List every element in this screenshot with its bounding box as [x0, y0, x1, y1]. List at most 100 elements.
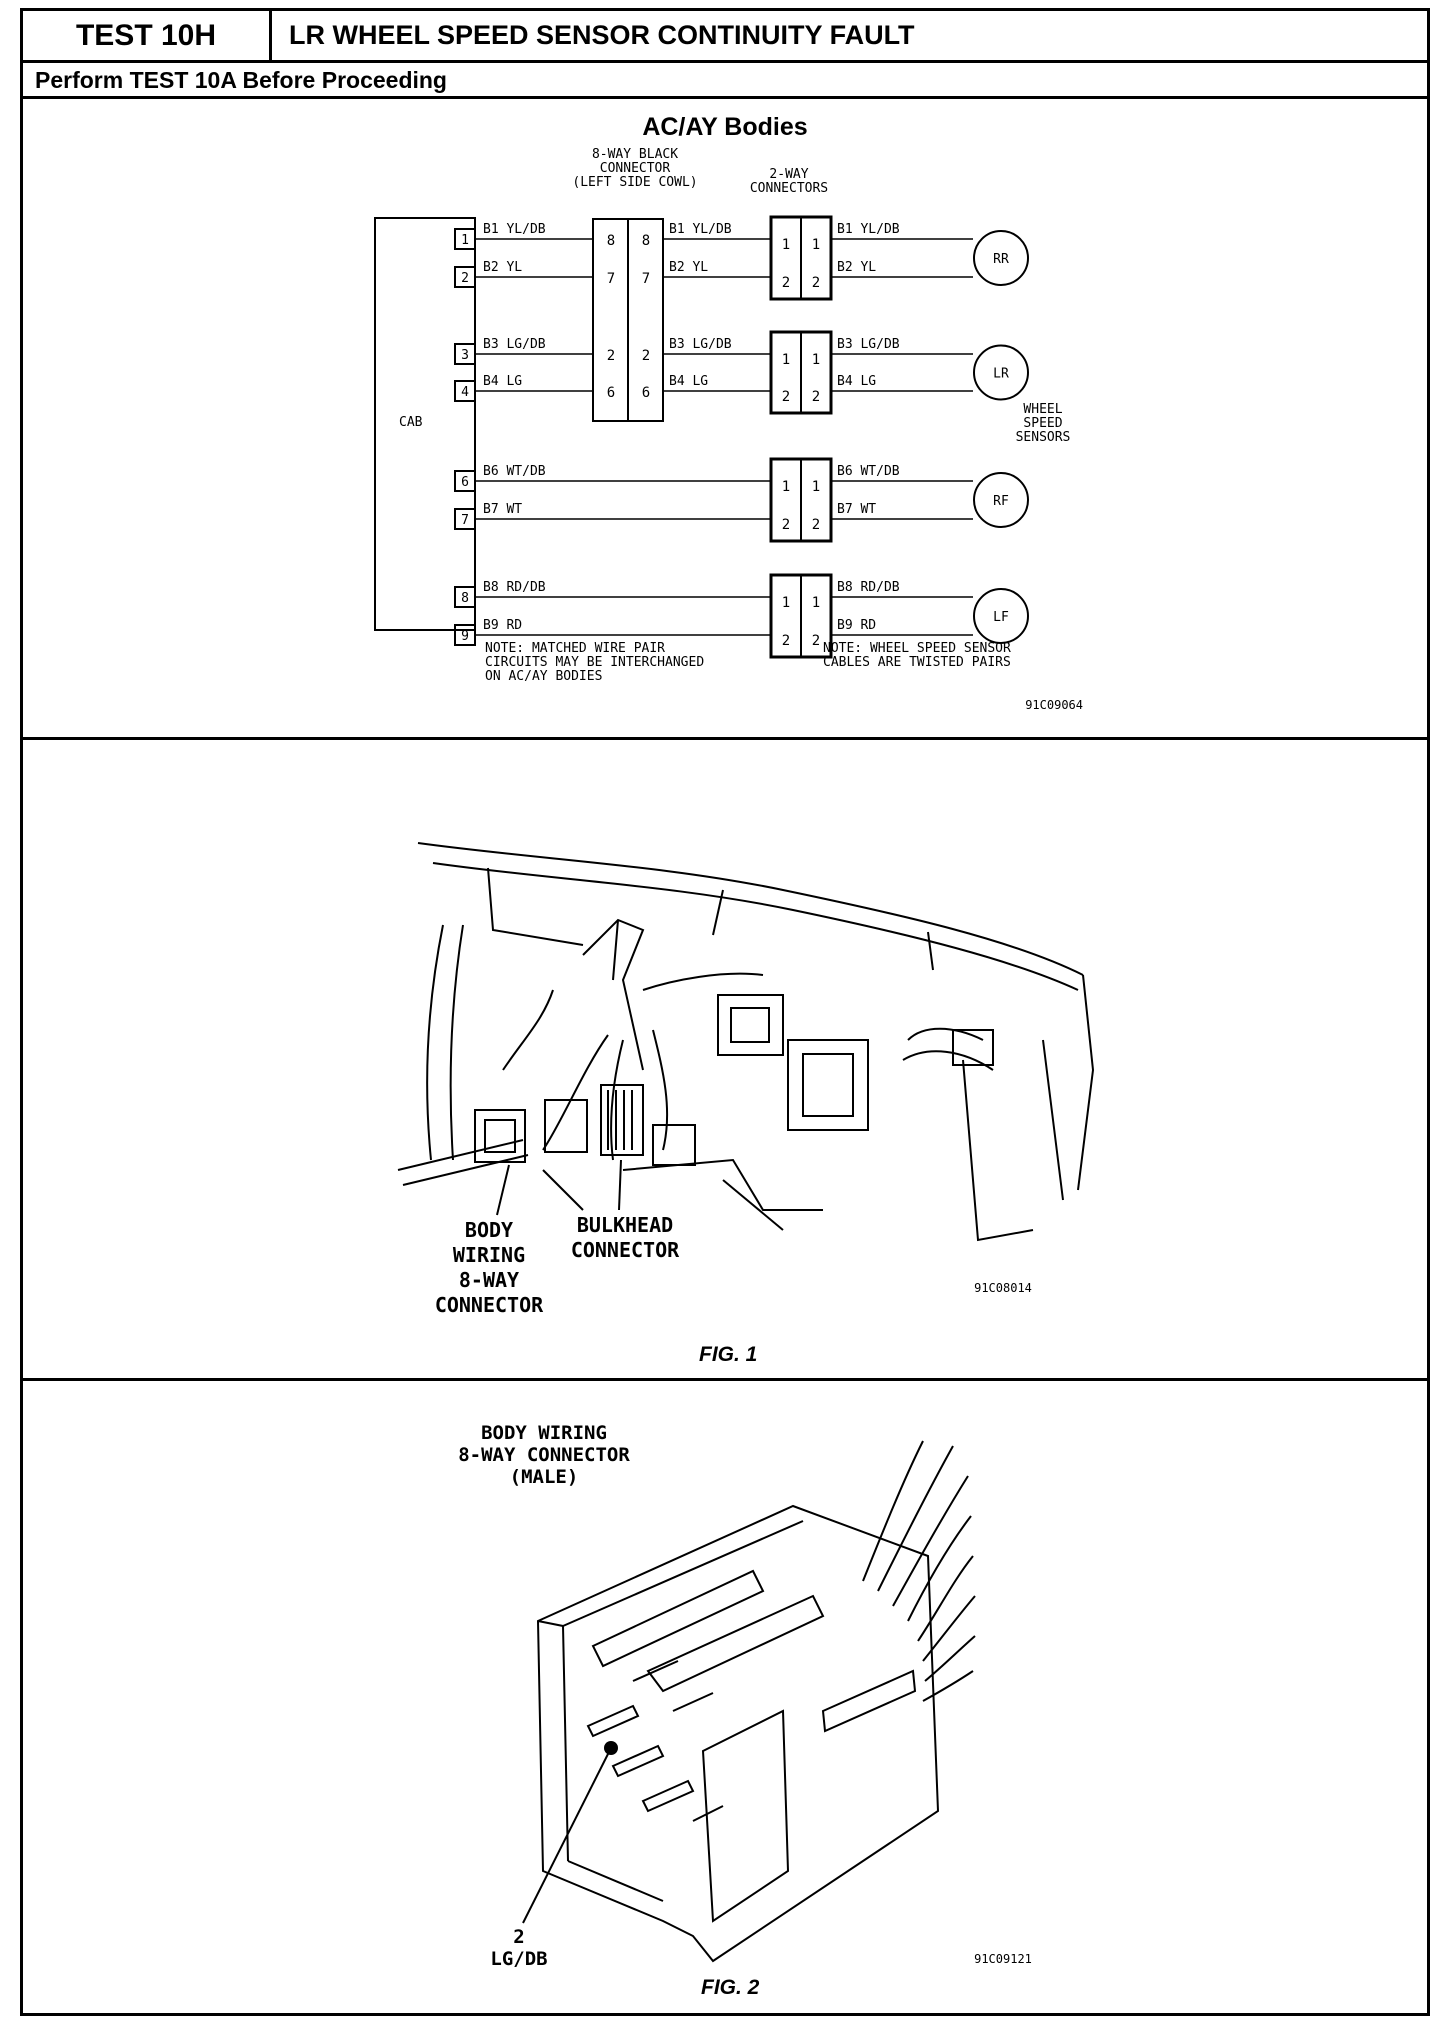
fig1-label-right: BULKHEAD CONNECTOR [571, 1213, 680, 1262]
c8-pin: 2 [642, 348, 650, 364]
svg-text:NOTE: MATCHED WIRE PAIR: NOTE: MATCHED WIRE PAIR [485, 641, 665, 656]
cab-pin-number: 6 [461, 475, 469, 490]
sensor-label: LR [993, 367, 1009, 382]
cab-label: CAB [399, 415, 423, 430]
connector-drawing [536, 1440, 976, 1963]
pin-2-leader [522, 1747, 612, 1924]
svg-text:(LEFT SIDE COWL): (LEFT SIDE COWL) [572, 175, 697, 190]
c2-pin: 1 [782, 479, 790, 495]
fig2-panel: BODY WIRING 8-WAY CONNECTOR (MALE) [23, 1381, 1427, 2013]
sensor-lr [973, 344, 1029, 401]
c2-pin: 2 [812, 517, 820, 533]
wire-label-mid: B4 LG [669, 374, 708, 389]
svg-text:2: 2 [513, 1926, 524, 1948]
sensor-lf [973, 588, 1029, 644]
cab-pin-number: 1 [461, 233, 469, 248]
c2-pin: 2 [812, 633, 820, 649]
fig1-panel: BODY WIRING 8-WAY CONNECTOR BULKHEAD CON… [23, 740, 1427, 1381]
fig2-caption: FIG. 2 [701, 1976, 760, 1999]
c2-pin: 1 [812, 479, 820, 495]
wheel-speed-sensors: RR LR RF LF [973, 230, 1029, 644]
wiring-schematic: AC/AY Bodies 8-WAY BLACK CONNECTOR (LEFT… [374, 113, 1083, 712]
c2-pin: 2 [782, 633, 790, 649]
fig1-illustration: BODY WIRING 8-WAY CONNECTOR BULKHEAD CON… [397, 842, 1095, 1317]
wire-label-left: B2 YL [483, 260, 522, 275]
note-left: NOTE: MATCHED WIRE PAIR CIRCUITS MAY BE … [485, 641, 704, 684]
svg-text:WHEEL: WHEEL [1023, 402, 1062, 417]
sensors-label: WHEEL SPEED SENSORS [1016, 402, 1071, 445]
svg-text:8-WAY BLACK: 8-WAY BLACK [592, 147, 678, 162]
c8-pin: 8 [642, 233, 650, 249]
header: TEST 10H LR WHEEL SPEED SENSOR CONTINUIT… [23, 11, 1427, 63]
pin-2-label: 2 LG/DB [490, 1926, 547, 1970]
cab-pin-number: 3 [461, 348, 469, 363]
schematic-panel: AC/AY Bodies 8-WAY BLACK CONNECTOR (LEFT… [23, 99, 1427, 740]
wire-label-right: B3 LG/DB [837, 337, 900, 352]
svg-text:CONNECTOR: CONNECTOR [571, 1238, 680, 1262]
svg-text:CABLES ARE TWISTED PAIRS: CABLES ARE TWISTED PAIRS [823, 655, 1011, 670]
fig2-code: 91C09121 [974, 1952, 1032, 1966]
wire-label-right: B7 WT [837, 502, 876, 517]
note-right: NOTE: WHEEL SPEED SENSOR CABLES ARE TWIS… [823, 641, 1011, 670]
test-frame: TEST 10H LR WHEEL SPEED SENSOR CONTINUIT… [20, 8, 1430, 2016]
c8-pin: 2 [607, 348, 615, 364]
wire-label-right: B9 RD [837, 618, 876, 633]
svg-text:BODY WIRING: BODY WIRING [481, 1422, 607, 1444]
svg-text:WIRING: WIRING [453, 1243, 525, 1267]
dashboard-drawing [397, 842, 1095, 1242]
wire-label-right: B4 LG [837, 374, 876, 389]
wire-label-mid: B2 YL [669, 260, 708, 275]
cab-pin-number: 2 [461, 271, 469, 286]
wire-label-left: B4 LG [483, 374, 522, 389]
svg-text:SPEED: SPEED [1023, 416, 1062, 431]
c2-pin: 2 [812, 389, 820, 405]
sensor-label: LF [993, 610, 1009, 625]
sensor-label: RF [993, 494, 1009, 509]
fig2-title: BODY WIRING 8-WAY CONNECTOR (MALE) [458, 1422, 630, 1488]
fig1-label-left: BODY WIRING 8-WAY CONNECTOR [435, 1218, 544, 1317]
c8-pin: 6 [607, 385, 615, 401]
svg-text:CONNECTOR: CONNECTOR [600, 161, 671, 176]
sensor-label: RR [993, 252, 1009, 267]
cab-pin-number: 4 [461, 385, 469, 400]
wire-label-right: B6 WT/DB [837, 464, 900, 479]
wire-label-left: B6 WT/DB [483, 464, 546, 479]
wire-label-mid: B1 YL/DB [669, 222, 732, 237]
wire-label-left: B8 RD/DB [483, 580, 546, 595]
c2-pin: 1 [812, 595, 820, 611]
svg-text:CIRCUITS MAY BE INTERCHANGED: CIRCUITS MAY BE INTERCHANGED [485, 655, 704, 670]
svg-text:NOTE: WHEEL SPEED SENSOR: NOTE: WHEEL SPEED SENSOR [823, 641, 1011, 656]
fig1-code: 91C08014 [974, 1281, 1032, 1295]
wire-label-left: B9 RD [483, 618, 522, 633]
c2-pin: 1 [782, 237, 790, 253]
test-number: TEST 10H [23, 11, 272, 60]
schematic-code: 91C09064 [1025, 698, 1083, 712]
svg-text:BODY: BODY [465, 1218, 513, 1242]
wire-label-right: B8 RD/DB [837, 580, 900, 595]
svg-text:CONNECTOR: CONNECTOR [435, 1293, 544, 1317]
schematic-title: AC/AY Bodies [642, 113, 807, 141]
c2-pin: 1 [812, 352, 820, 368]
sensor-rr [973, 230, 1029, 286]
c8-pin: 8 [607, 233, 615, 249]
cab-module [374, 217, 476, 631]
svg-text:8-WAY CONNECTOR: 8-WAY CONNECTOR [458, 1444, 630, 1466]
cab-pin-number: 9 [461, 629, 469, 644]
svg-text:(MALE): (MALE) [510, 1466, 579, 1488]
svg-text:ON AC/AY BODIES: ON AC/AY BODIES [485, 669, 602, 684]
svg-text:2-WAY: 2-WAY [769, 167, 808, 182]
fig2-illustration: BODY WIRING 8-WAY CONNECTOR (MALE) [458, 1422, 1032, 1970]
svg-text:CONNECTORS: CONNECTORS [750, 181, 828, 196]
subheader: Perform TEST 10A Before Proceeding [23, 63, 1427, 99]
c2-pin: 1 [782, 352, 790, 368]
test-title: LR WHEEL SPEED SENSOR CONTINUITY FAULT [289, 20, 915, 50]
wire-label-left: B7 WT [483, 502, 522, 517]
svg-text:BULKHEAD: BULKHEAD [577, 1213, 673, 1237]
svg-text:LG/DB: LG/DB [490, 1948, 547, 1970]
wire-label-left: B3 LG/DB [483, 337, 546, 352]
wire-label-left: B1 YL/DB [483, 222, 546, 237]
